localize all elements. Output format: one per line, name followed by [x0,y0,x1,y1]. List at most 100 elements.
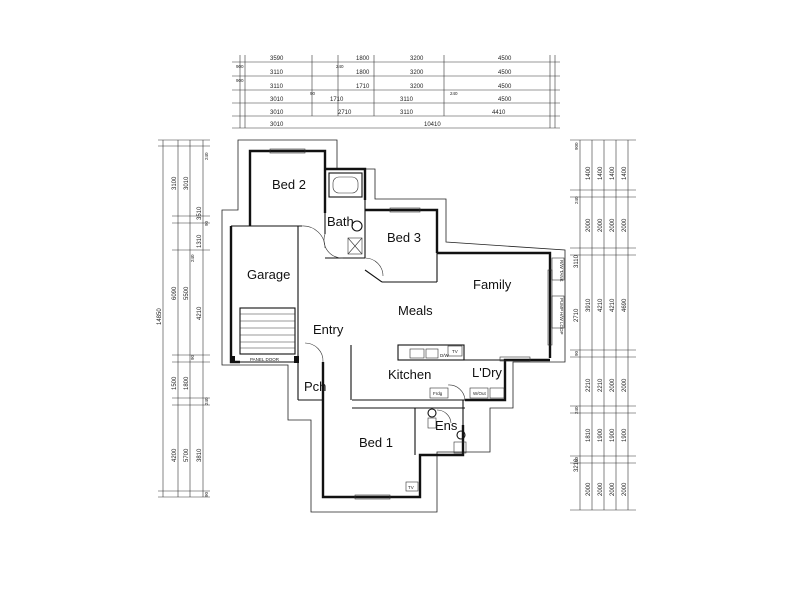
top-dim-r1-c2: 1800 [356,56,370,62]
right-dim-c1-3: 3910 [586,298,592,312]
door-swings [301,225,466,424]
left-dim-c4-4: 3810 [197,448,203,462]
eaves-outline [221,139,566,513]
right-small-2: 240 [574,196,579,204]
kitchen-fixtures [409,345,505,399]
right-dim-c0-3: 3210 [574,458,580,472]
left-dim-c3-1: 3010 [184,176,190,190]
right-dim-c3-5: 1900 [610,428,616,442]
top-dimension-strings: 3590 1800 3200 4500 3110 1800 3200 4500 … [232,55,560,129]
top-dim-r4-c2: 1710 [330,97,344,103]
left-small-4: 90 [190,354,195,360]
top-dim-r5-c3: 3110 [400,110,414,116]
top-dim-r5-c1: 3010 [270,110,284,116]
right-dimension-strings: 1400 2000 3910 2210 1810 2000 1400 2000 … [570,139,636,511]
left-dim-c4-2: 1310 [197,234,203,248]
left-dim-c4-3: 4210 [197,306,203,320]
tv-box-bed1 [405,481,419,492]
right-dim-c1-6: 2000 [586,482,592,496]
right-dim-c4-1: 1400 [622,166,628,180]
room-label-bath: Bath [327,214,354,229]
left-small-3: 240 [190,254,195,262]
top-dim-r2-c3: 3200 [410,70,424,76]
right-small-5: 90 [574,456,579,462]
left-dim-c2-4: 4200 [172,448,178,462]
left-small-6: 90 [204,491,209,497]
left-dim-c4-1: 3510 [197,206,203,220]
right-dim-c1-5: 1810 [586,428,592,442]
right-dim-c2-4: 2210 [598,378,604,392]
top-dim-r6-c1: 3010 [270,122,284,128]
tank-equipment [551,257,565,329]
room-label-entry: Entry [313,322,344,337]
wout-label: W/Out [473,391,487,396]
right-dim-c1-1: 1400 [586,166,592,180]
right-dim-c2-1: 1400 [598,166,604,180]
top-dim-r1-c4: 4500 [498,56,512,62]
room-label-pch: Pch [304,379,326,394]
top-small-2: 240 [336,64,344,69]
left-dim-c3-4: 5700 [184,448,190,462]
garage-door-panel [239,307,296,355]
right-dim-c2-5: 1900 [598,428,604,442]
right-dim-c4-2: 2000 [622,218,628,232]
right-dim-c2-2: 2000 [598,218,604,232]
room-label-ldry: L'Dry [472,365,502,380]
room-label-ens: Ens [435,418,458,433]
top-dim-r3-c2: 1710 [356,84,370,90]
right-dim-c3-3: 4210 [610,298,616,312]
top-dim-r5-c2: 2710 [338,110,352,116]
loop-label: LOOP [559,322,564,335]
room-label-family: Family [473,277,512,292]
panel-door-label: PANEL DOOR [250,357,280,362]
walls [229,149,552,499]
windows [269,148,553,500]
dw-label: D/W [440,353,450,358]
frdg-label: Frdg [433,391,443,396]
left-dim-c3-2: 5500 [184,286,190,300]
top-small-4: 240 [450,91,458,96]
pump-label: PUMP [559,298,564,311]
left-small-2: 90 [204,220,209,226]
right-dim-c4-6: 2000 [622,482,628,496]
right-dim-c0-1: 3110 [574,254,580,268]
top-dim-r3-c1: 3110 [270,84,284,90]
ensuite-fixtures [427,408,467,454]
top-dim-r2-c2: 1800 [356,70,370,76]
room-label-meals: Meals [398,303,433,318]
tank-label: R/W TANK [559,260,564,282]
top-dim-r4-c3: 3110 [400,97,414,103]
left-dimension-strings: 14850 3100 6090 1500 4200 3010 5500 1800… [157,139,210,498]
hws-label: H/W [559,312,564,322]
right-dim-c4-3: 4690 [622,298,628,312]
left-dim-c3-3: 1800 [184,376,190,390]
tv-label-bed1: TV [408,485,414,490]
left-dim-c2-2: 6090 [172,286,178,300]
right-dim-c3-1: 1400 [610,166,616,180]
bath-fixtures [328,172,363,255]
top-dim-r4-c4: 4500 [498,97,512,103]
room-label-bed2: Bed 2 [272,177,306,192]
room-label-kitchen: Kitchen [388,367,431,382]
top-dim-r1-c1: 3590 [270,56,284,62]
left-dim-c2-3: 1500 [172,376,178,390]
top-dim-r4-c1: 3010 [270,97,284,103]
top-dim-r1-c3: 3200 [410,56,424,62]
top-small-5: 900 [236,78,244,83]
right-dim-c4-4: 2000 [622,378,628,392]
room-label-bed3: Bed 3 [387,230,421,245]
right-dim-c3-4: 2000 [610,378,616,392]
left-small-1: 240 [204,152,209,160]
room-label-garage: Garage [247,267,290,282]
right-dim-c1-4: 2210 [586,378,592,392]
top-dim-r6-c2: 10410 [424,122,441,128]
right-dim-c0-2: 2710 [574,308,580,322]
right-dim-c3-2: 2000 [610,218,616,232]
left-small-5: 240 [204,397,209,405]
right-small-4: 240 [574,406,579,414]
top-dim-r2-c4: 4500 [498,70,512,76]
right-small-3: 90 [574,350,579,356]
top-dim-r2-c1: 3110 [270,70,284,76]
tv-label-family: TV [452,349,458,354]
